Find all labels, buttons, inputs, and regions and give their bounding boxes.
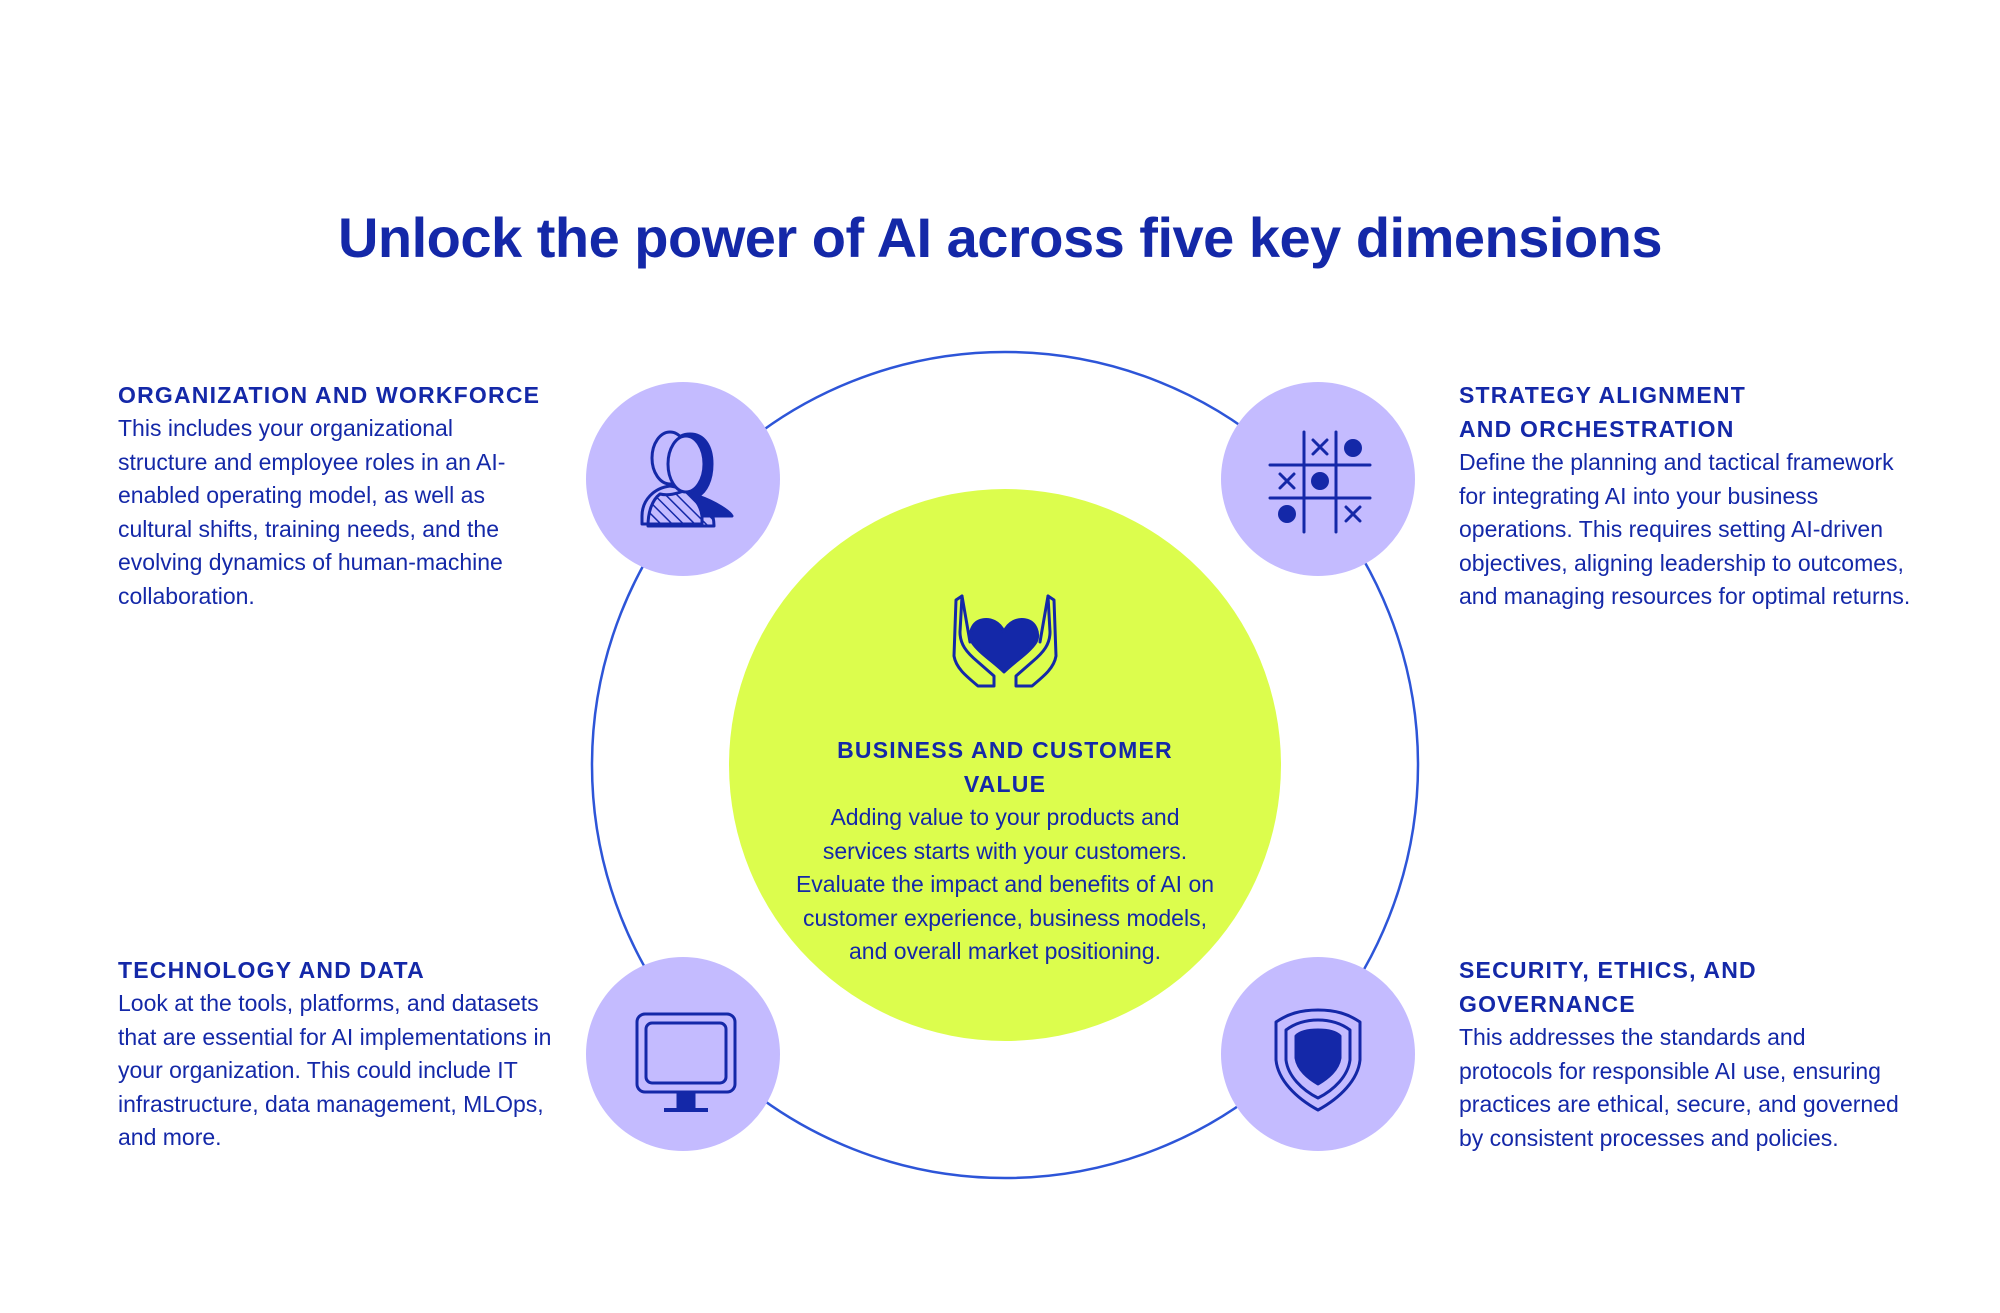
dimension-strategy: STRATEGY ALIGNMENT AND ORCHESTRATION Def… (1459, 378, 1919, 614)
dimension-technology: TECHNOLOGY AND DATA Look at the tools, p… (118, 953, 568, 1155)
dimension-heading: STRATEGY ALIGNMENT AND ORCHESTRATION (1459, 382, 1746, 442)
dimension-heading: ORGANIZATION AND WORKFORCE (118, 382, 541, 408)
people-icon (640, 430, 734, 528)
shield-icon (1274, 1008, 1362, 1112)
icon-circle-technology (586, 957, 780, 1151)
outer-ring (590, 350, 1420, 1180)
dimension-body: This includes your organizational struct… (118, 415, 506, 609)
dimension-body: Define the planning and tactical framewo… (1459, 449, 1911, 609)
center-text: BUSINESS AND CUSTOMER VALUE Adding value… (795, 733, 1215, 969)
dimension-body: Look at the tools, platforms, and datase… (118, 990, 552, 1150)
center-body: Adding value to your products and servic… (795, 804, 1215, 964)
dimension-body: This addresses the standards and protoco… (1459, 1024, 1899, 1151)
page-title: Unlock the power of AI across five key d… (337, 206, 1663, 269)
dimension-heading: SECURITY, ETHICS, AND GOVERNANCE (1459, 957, 1757, 1017)
monitor-icon (635, 1012, 737, 1112)
dimension-heading: TECHNOLOGY AND DATA (118, 957, 425, 983)
hands-heart-icon (952, 594, 1058, 688)
dimension-organization: ORGANIZATION AND WORKFORCE This includes… (118, 378, 548, 613)
tic-tac-toe-icon (1268, 430, 1372, 534)
center-heading: BUSINESS AND CUSTOMER VALUE (837, 737, 1173, 797)
center-circle (729, 489, 1281, 1041)
dimension-security: SECURITY, ETHICS, AND GOVERNANCE This ad… (1459, 953, 1929, 1155)
